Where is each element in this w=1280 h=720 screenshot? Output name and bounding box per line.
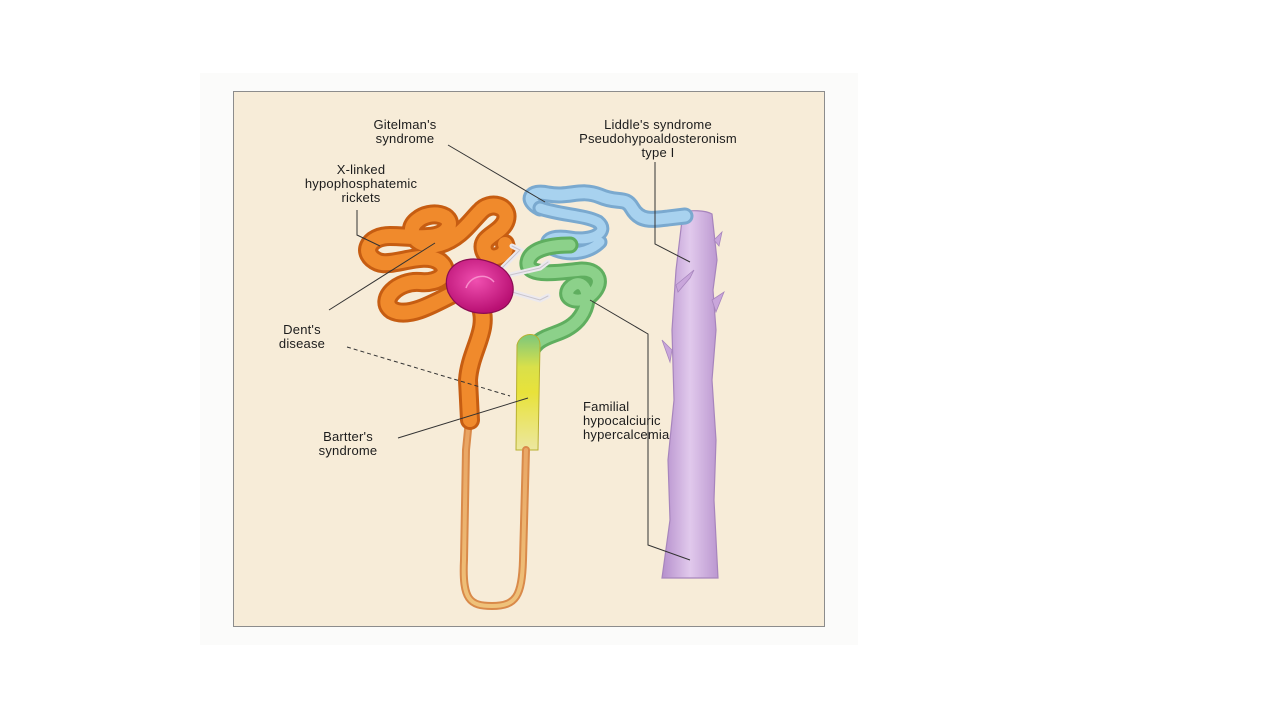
label-dent: Dent's disease <box>278 322 326 351</box>
label-fhh: Familial hypocalciuric hypercalcemia <box>583 399 670 442</box>
collecting-duct <box>661 210 725 579</box>
leader-dent-solid <box>328 242 436 311</box>
leader-dent-dashed <box>346 346 511 397</box>
label-liddle: Liddle's syndrome Pseudohypoaldosteronis… <box>579 117 737 160</box>
leader-gitelman <box>447 144 546 203</box>
leader-liddle <box>654 162 691 263</box>
label-bartter: Bartter's syndrome <box>318 429 378 458</box>
leader-lines <box>328 144 691 561</box>
leader-bartter <box>397 397 529 439</box>
leader-xlinked <box>356 210 381 247</box>
loop-of-henle <box>459 406 530 611</box>
leader-fhh <box>589 299 691 561</box>
glomerulus <box>445 258 514 314</box>
thick-ascending-limb <box>515 236 607 451</box>
label-gitelman: Gitelman's syndrome <box>373 117 437 146</box>
label-xlinked: X-linked hypophosphatemic rickets <box>304 162 418 205</box>
arterioles <box>497 243 551 303</box>
